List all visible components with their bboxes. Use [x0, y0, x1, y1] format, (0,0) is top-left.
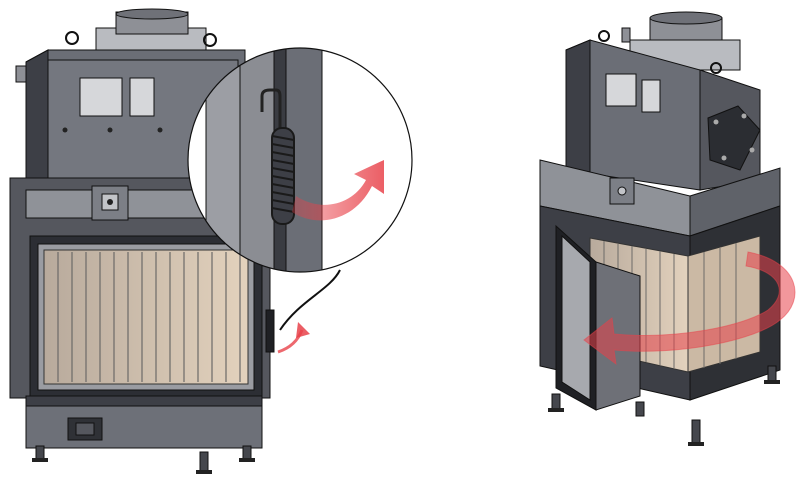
adjustable-feet	[32, 445, 255, 474]
detail-leader	[279, 269, 341, 331]
rotate-arrow	[292, 160, 384, 221]
lifting-eyes	[598, 27, 722, 74]
inspection-windows	[62, 77, 213, 133]
open-door	[555, 224, 641, 411]
firebrick-lining	[43, 249, 249, 385]
handle-arrow-head	[296, 322, 310, 338]
door-spring-detail	[187, 47, 413, 273]
fireplace-open-door-view	[539, 11, 796, 446]
inspection-windows	[605, 73, 661, 113]
spring-coil	[271, 127, 295, 225]
lower-base	[25, 395, 263, 449]
door-handle	[265, 309, 275, 353]
side-flange-plate	[707, 105, 761, 171]
air-control-box	[67, 417, 103, 441]
adjustable-feet	[548, 365, 780, 446]
door-swing-arrow	[583, 251, 796, 366]
